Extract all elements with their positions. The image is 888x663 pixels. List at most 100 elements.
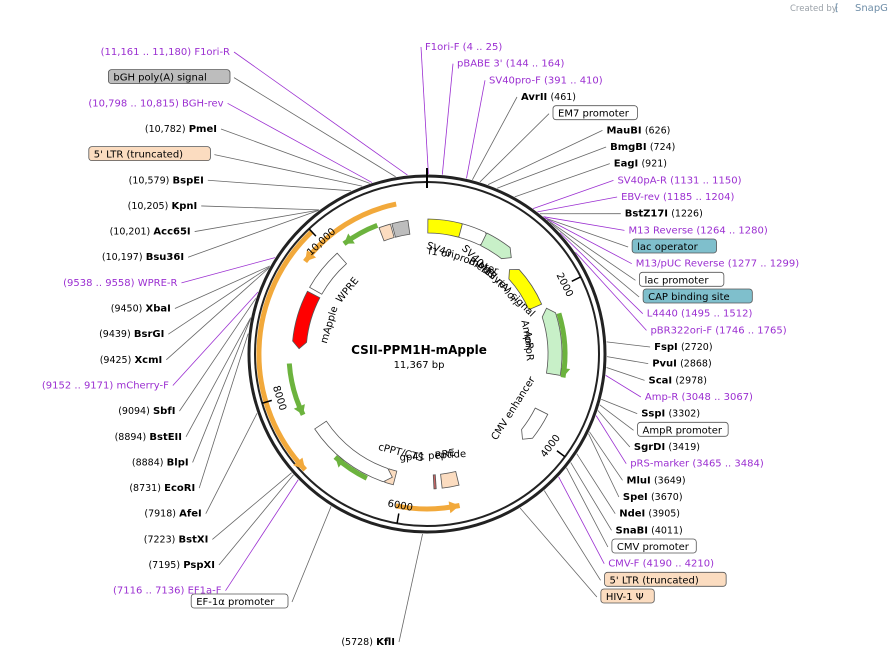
leader-line	[575, 251, 647, 331]
leader-line	[487, 129, 603, 186]
enzyme-label: (9439) BsrGI	[99, 329, 164, 340]
credit-brand: SnapGene	[855, 3, 888, 14]
feature-box-label: AmpR promoter	[643, 425, 723, 436]
leader-line	[544, 217, 632, 265]
tick-mark	[571, 276, 582, 282]
leader-line	[544, 217, 629, 248]
leader-line	[207, 179, 352, 192]
enzyme-label: FspI (2720)	[654, 342, 712, 353]
feature-shape	[521, 407, 549, 440]
primer-label: EBV-rev (1185 .. 1204)	[621, 192, 734, 203]
credit-prefix: Created by	[790, 4, 837, 14]
orf-arrowhead	[293, 404, 305, 415]
leader-line	[549, 222, 640, 298]
leader-line	[227, 102, 373, 183]
enzyme-label: PvuI (2868)	[652, 359, 711, 370]
enzyme-label: (10,579) BspEI	[129, 175, 204, 186]
leader-line	[225, 479, 299, 591]
leader-line	[606, 356, 649, 365]
feature-label: f1 ori	[427, 246, 454, 260]
feature-label: gp41 peptide	[399, 449, 466, 464]
leader-line	[605, 375, 642, 398]
feature-label: RRE	[434, 448, 456, 462]
tick-mark	[396, 513, 400, 524]
feature-box	[88, 146, 211, 162]
leader-line	[599, 404, 634, 431]
leader-line	[597, 410, 631, 448]
enzyme-label: SspI (3302)	[641, 409, 700, 420]
leader-line	[546, 219, 636, 281]
feature-label: WPRE	[334, 276, 361, 306]
leader-line	[233, 51, 408, 176]
feature-box	[631, 238, 717, 254]
feature-box-label: CAP binding site	[648, 292, 730, 303]
leader-line	[576, 453, 616, 514]
primer-label: Amp-R (3048 .. 3067)	[645, 392, 753, 403]
feature-box-label: CMV promoter	[617, 542, 690, 553]
plasmid-backbone	[247, 168, 607, 534]
plasmid-length: 11,367 bp	[394, 360, 445, 371]
primer-label: SV40pA-R (1131 .. 1150)	[617, 175, 741, 186]
leader-line	[214, 154, 363, 187]
leader-line	[441, 63, 454, 175]
leader-line	[479, 113, 550, 183]
enzyme-label: BstZ17I (1226)	[625, 209, 703, 220]
leader-line	[220, 128, 370, 184]
leader-line	[514, 163, 610, 198]
feature-box	[600, 588, 655, 604]
leader-line	[185, 317, 252, 437]
enzyme-label: (7223) BstXI	[144, 534, 209, 545]
feature-box	[642, 288, 753, 304]
leader-line	[174, 265, 271, 309]
leader-line	[205, 413, 258, 514]
tick-label: 8000	[270, 384, 288, 412]
feature-box	[552, 105, 638, 121]
tick-label: 2000	[554, 271, 575, 299]
feature-box-label: bGH poly(A) signal	[113, 73, 206, 84]
feature-box-label: 5' LTR (truncated)	[94, 150, 183, 161]
plasmid-name: CSII-PPM1H-mApple	[351, 343, 487, 357]
leader-line	[472, 96, 518, 181]
leader-line	[168, 266, 270, 335]
leader-line	[172, 291, 259, 386]
tick-mark	[261, 399, 272, 404]
feature-shape	[508, 269, 543, 311]
feature-shape	[480, 232, 512, 260]
features	[292, 218, 563, 490]
leader-lines	[165, 46, 651, 643]
enzyme-label: (7195) PspXI	[148, 560, 214, 571]
feature-box-label: EM7 promoter	[558, 109, 630, 120]
leader-line	[198, 333, 249, 489]
primer-label: (11,161 .. 11,180) F1ori-R	[101, 47, 230, 58]
leader-line	[595, 415, 627, 464]
site-labels: F1ori-F (4 .. 25)pBABE 3' (144 .. 164)SV…	[42, 42, 799, 648]
leader-line	[192, 318, 251, 463]
leader-line	[589, 431, 623, 481]
leader-line	[496, 146, 607, 189]
leader-line	[179, 298, 257, 412]
feature-box-label: lac promoter	[644, 275, 709, 286]
primer-label: pRS-marker (3465 .. 3484)	[630, 459, 764, 470]
leader-line	[519, 507, 598, 598]
leader-line	[233, 77, 396, 178]
leader-line	[558, 476, 605, 564]
leader-line	[543, 216, 625, 231]
primer-label: pBABE 3' (144 .. 164)	[457, 59, 564, 70]
leader-line	[187, 209, 319, 258]
feature-shape	[378, 223, 395, 242]
feature-shape	[292, 290, 321, 350]
feature-shape	[541, 307, 563, 376]
leader-line	[566, 467, 609, 548]
primer-label: CMV-F (4190 .. 4210)	[608, 559, 714, 570]
enzyme-label: EagI (921)	[614, 159, 667, 170]
enzyme-label: SpeI (3670)	[623, 492, 683, 503]
feature-shape	[391, 219, 411, 238]
leader-line	[398, 533, 423, 643]
enzyme-label: (9450) XbaI	[111, 304, 171, 315]
feature-label: AmpR	[522, 331, 535, 362]
primer-label: (7116 .. 7136) EF1a-F	[113, 586, 222, 597]
primer-label: SV40pro-F (391 .. 410)	[489, 75, 603, 86]
primer-label: (9538 .. 9558) WPRE-R	[63, 278, 177, 289]
leader-line	[588, 433, 620, 498]
